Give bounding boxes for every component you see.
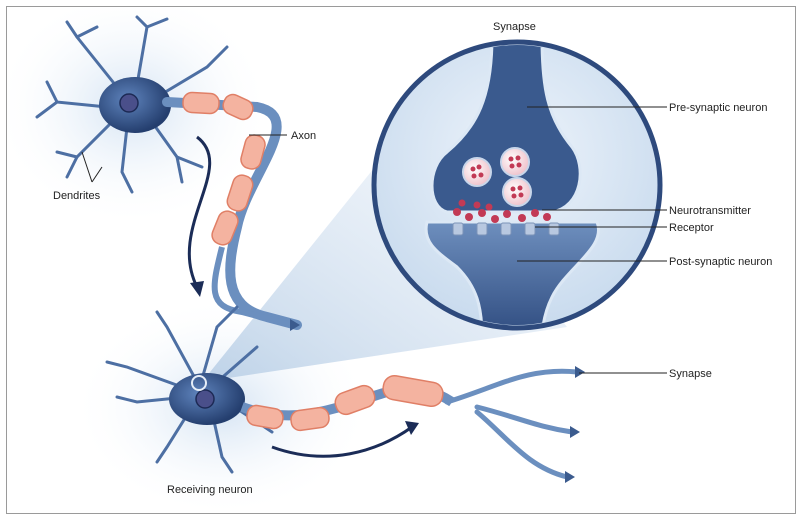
terminal-bouton-1 [575, 366, 585, 378]
terminal-bouton-3 [565, 471, 575, 483]
label-synapse-right: Synapse [669, 368, 712, 380]
bottom-myelin [246, 374, 444, 432]
label-post-synaptic: Post-synaptic neuron [669, 256, 772, 268]
top-axon-terminal [211, 246, 293, 328]
label-synapse-top: Synapse [493, 21, 536, 33]
top-neuron-dendrites [35, 15, 229, 194]
top-axon-bouton [290, 319, 300, 331]
vesicle-contents [470, 155, 524, 199]
top-neuron-nucleus [119, 93, 139, 113]
post-synaptic-terminal [424, 220, 601, 325]
label-receiving-neuron: Receiving neuron [167, 484, 253, 496]
terminal-bouton-2 [570, 426, 580, 438]
label-pre-synaptic: Pre-synaptic neuron [669, 102, 767, 114]
signal-arrow-top [187, 135, 212, 288]
neurotransmitter-molecules [453, 199, 551, 223]
top-myelin [182, 91, 266, 246]
synapse-highlight-ring [191, 375, 207, 391]
label-receptor: Receptor [669, 222, 714, 234]
neuron-synapse-diagram: Synapse Pre-synaptic neuron Axon Dendrit… [7, 7, 772, 513]
bottom-neuron-nucleus [195, 389, 215, 409]
label-dendrites: Dendrites [53, 190, 101, 202]
receptors [452, 222, 560, 236]
signal-arrow-bottom [271, 425, 413, 458]
bottom-terminal-branches [444, 368, 580, 480]
diagram-frame: Synapse Pre-synaptic neuron Axon Dendrit… [6, 6, 796, 514]
leader-lines [81, 106, 667, 374]
signal-arrowhead-top [190, 281, 204, 297]
vesicles [462, 147, 532, 207]
signal-arrowhead-bottom [405, 421, 419, 435]
label-neurotransmitter: Neurotransmitter [669, 205, 751, 217]
label-axon: Axon [291, 130, 316, 142]
